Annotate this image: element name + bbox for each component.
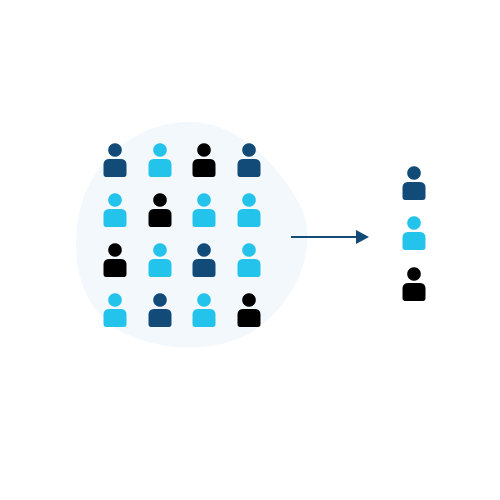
arrow-head (356, 230, 369, 244)
person-body (103, 259, 127, 277)
person-body (192, 259, 216, 277)
person-head (153, 243, 167, 257)
person-head (407, 166, 421, 180)
person-body (148, 309, 172, 327)
person-icon (103, 293, 127, 327)
person-icon (237, 143, 261, 177)
sample-group (402, 166, 426, 301)
person-body (192, 209, 216, 227)
person-icon (103, 143, 127, 177)
person-icon (192, 143, 216, 177)
person-head (153, 293, 167, 307)
person-head (108, 143, 122, 157)
person-icon (148, 193, 172, 227)
person-icon (148, 243, 172, 277)
person-head (407, 216, 421, 230)
person-icon (148, 293, 172, 327)
selected-person-icon (402, 166, 426, 200)
person-head (242, 293, 256, 307)
person-head (197, 143, 211, 157)
person-icon (192, 243, 216, 277)
person-head (242, 243, 256, 257)
selected-person-icon (402, 216, 426, 250)
person-icon (103, 243, 127, 277)
person-head (108, 193, 122, 207)
person-body (237, 259, 261, 277)
person-head (108, 243, 122, 257)
population-blob (76, 121, 308, 348)
person-head (108, 293, 122, 307)
person-body (103, 309, 127, 327)
person-body (148, 259, 172, 277)
person-body (237, 209, 261, 227)
selected-person-icon (402, 267, 426, 301)
person-icon (192, 293, 216, 327)
person-head (153, 193, 167, 207)
person-head (407, 267, 421, 281)
person-icon (192, 193, 216, 227)
person-body (402, 232, 426, 250)
person-head (242, 193, 256, 207)
person-icon (237, 193, 261, 227)
person-head (197, 243, 211, 257)
person-body (192, 159, 216, 177)
person-body (148, 209, 172, 227)
person-icon (148, 143, 172, 177)
arrow-right-icon (291, 230, 369, 244)
person-icon (237, 243, 261, 277)
population-blob-shape (76, 121, 308, 348)
person-icon (103, 193, 127, 227)
person-body (237, 159, 261, 177)
person-body (237, 309, 261, 327)
person-icon (237, 293, 261, 327)
person-head (153, 143, 167, 157)
person-head (197, 193, 211, 207)
person-head (242, 143, 256, 157)
person-body (402, 182, 426, 200)
person-body (402, 283, 426, 301)
population-group (103, 143, 261, 327)
person-body (148, 159, 172, 177)
person-body (103, 159, 127, 177)
person-head (197, 293, 211, 307)
person-body (103, 209, 127, 227)
person-body (192, 309, 216, 327)
